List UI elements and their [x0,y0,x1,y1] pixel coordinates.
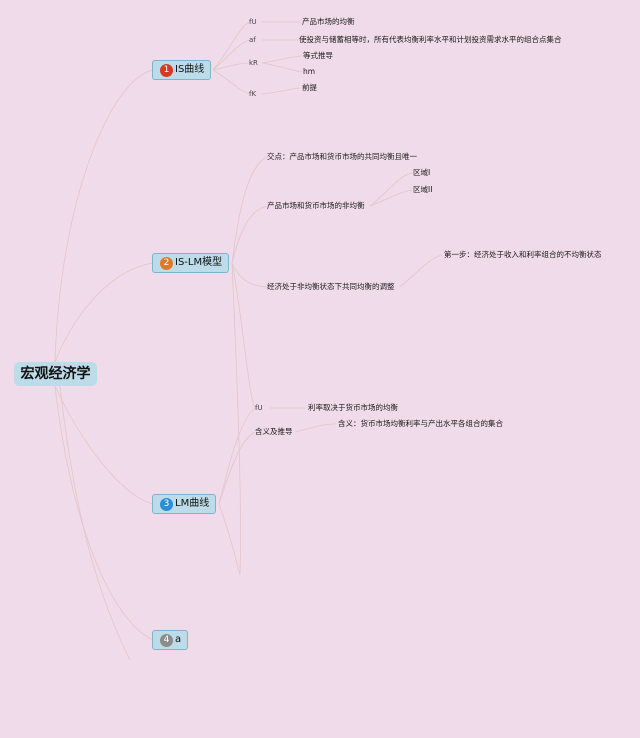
branch-label: IS-LM模型 [175,257,223,268]
branch-lm-curve[interactable]: 3 LM曲线 [152,494,217,514]
is-item-premise[interactable]: 前提 [302,83,317,92]
number-badge-3-icon: 3 [160,497,173,511]
number-badge-2-icon: 2 [160,256,173,270]
is-item-definition[interactable]: 使投资与储蓄相等时，所有代表均衡利率水平和计划投资需求水平的组合点集合 [299,35,562,44]
is-lm-item-step-one[interactable]: 第一步：经济处于收入和利率组合的不均衡状态 [444,250,602,259]
number-badge-4-icon: 4 [160,633,173,647]
is-lm-item-intersection[interactable]: 交点：产品市场和货币市场的共同均衡且唯一 [267,152,417,161]
is-key-2[interactable]: af [249,36,256,44]
is-item-derivation[interactable]: 等式推导 [303,51,333,60]
is-lm-item-region-2[interactable]: 区域II [413,185,433,194]
is-lm-item-adjustment[interactable]: 经济处于非均衡状态下共同均衡的调整 [267,282,395,291]
lm-item-meaning[interactable]: 含义：货币市场均衡利率与产出水平各组合的集合 [338,419,503,428]
is-lm-item-disequilibrium[interactable]: 产品市场和货币市场的非均衡 [267,201,365,210]
is-key-1[interactable]: fU [249,18,257,26]
is-item-product-market[interactable]: 产品市场的均衡 [302,17,355,26]
branch-is-lm-model[interactable]: 2 IS-LM模型 [152,253,230,273]
is-item-hm[interactable]: hm [303,67,316,76]
is-lm-item-region-1[interactable]: 区域I [413,168,431,177]
branch-is-curve[interactable]: 1 IS曲线 [152,60,212,80]
lm-item-interest-rate[interactable]: 利率取决于货币市场的均衡 [308,403,398,412]
lm-key-1[interactable]: fU [255,404,263,412]
branch-label: IS曲线 [175,64,205,75]
is-key-4[interactable]: fK [249,90,257,98]
lm-item-meaning-derivation[interactable]: 含义及推导 [255,427,293,436]
branch-label: a [175,634,182,645]
root-node[interactable]: 宏观经济学 [14,362,97,386]
is-key-3[interactable]: kR [249,59,258,67]
number-badge-1-icon: 1 [160,63,173,77]
branch-label: LM曲线 [175,498,210,509]
branch-a[interactable]: 4 a [152,630,189,650]
